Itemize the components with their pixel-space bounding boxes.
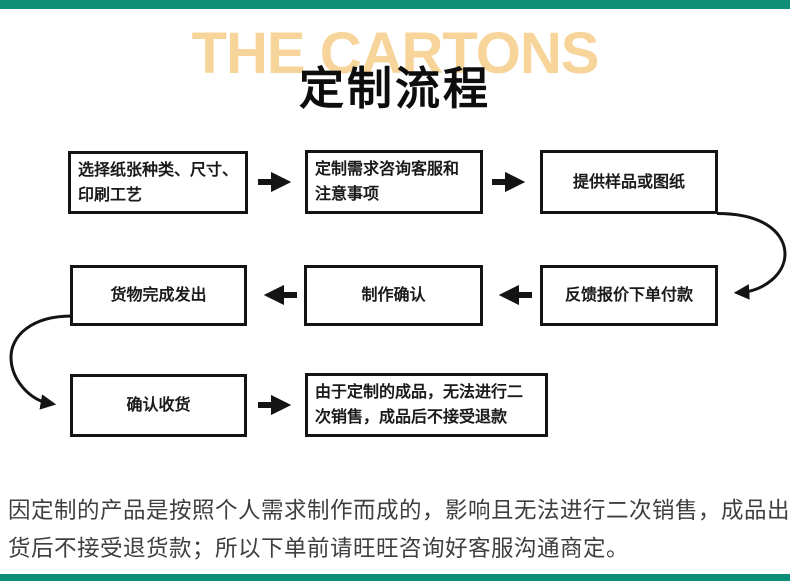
flow-step-4: 反馈报价下单付款: [540, 265, 718, 326]
flow-step-3: 提供样品或图纸: [540, 150, 718, 214]
flow-step-5: 制作确认: [304, 265, 483, 326]
footer-note: 因定制的产品是按照个人需求制作而成的，影响且无法进行二次销售，成品出货后不接受退…: [8, 497, 790, 561]
top-accent-bar: [0, 0, 790, 9]
curve-arrow-left-icon: [716, 212, 787, 300]
flow-step-6: 货物完成发出: [70, 265, 247, 326]
flow-step-1: 选择纸张种类、尺寸、印刷工艺: [68, 151, 248, 214]
brand-title: THE CARTONS: [191, 21, 600, 86]
page-title: 定制流程: [298, 63, 491, 114]
curve-arrow-right-icon: [9, 314, 73, 410]
flow-step-7: 确认收货: [70, 374, 247, 437]
bottom-accent-bar: [0, 574, 790, 581]
flow-step-8: 由于定制的成品，无法进行二次销售，成品后不接受退款: [305, 373, 548, 437]
flow-step-2: 定制需求咨询客服和注意事项: [305, 150, 483, 214]
